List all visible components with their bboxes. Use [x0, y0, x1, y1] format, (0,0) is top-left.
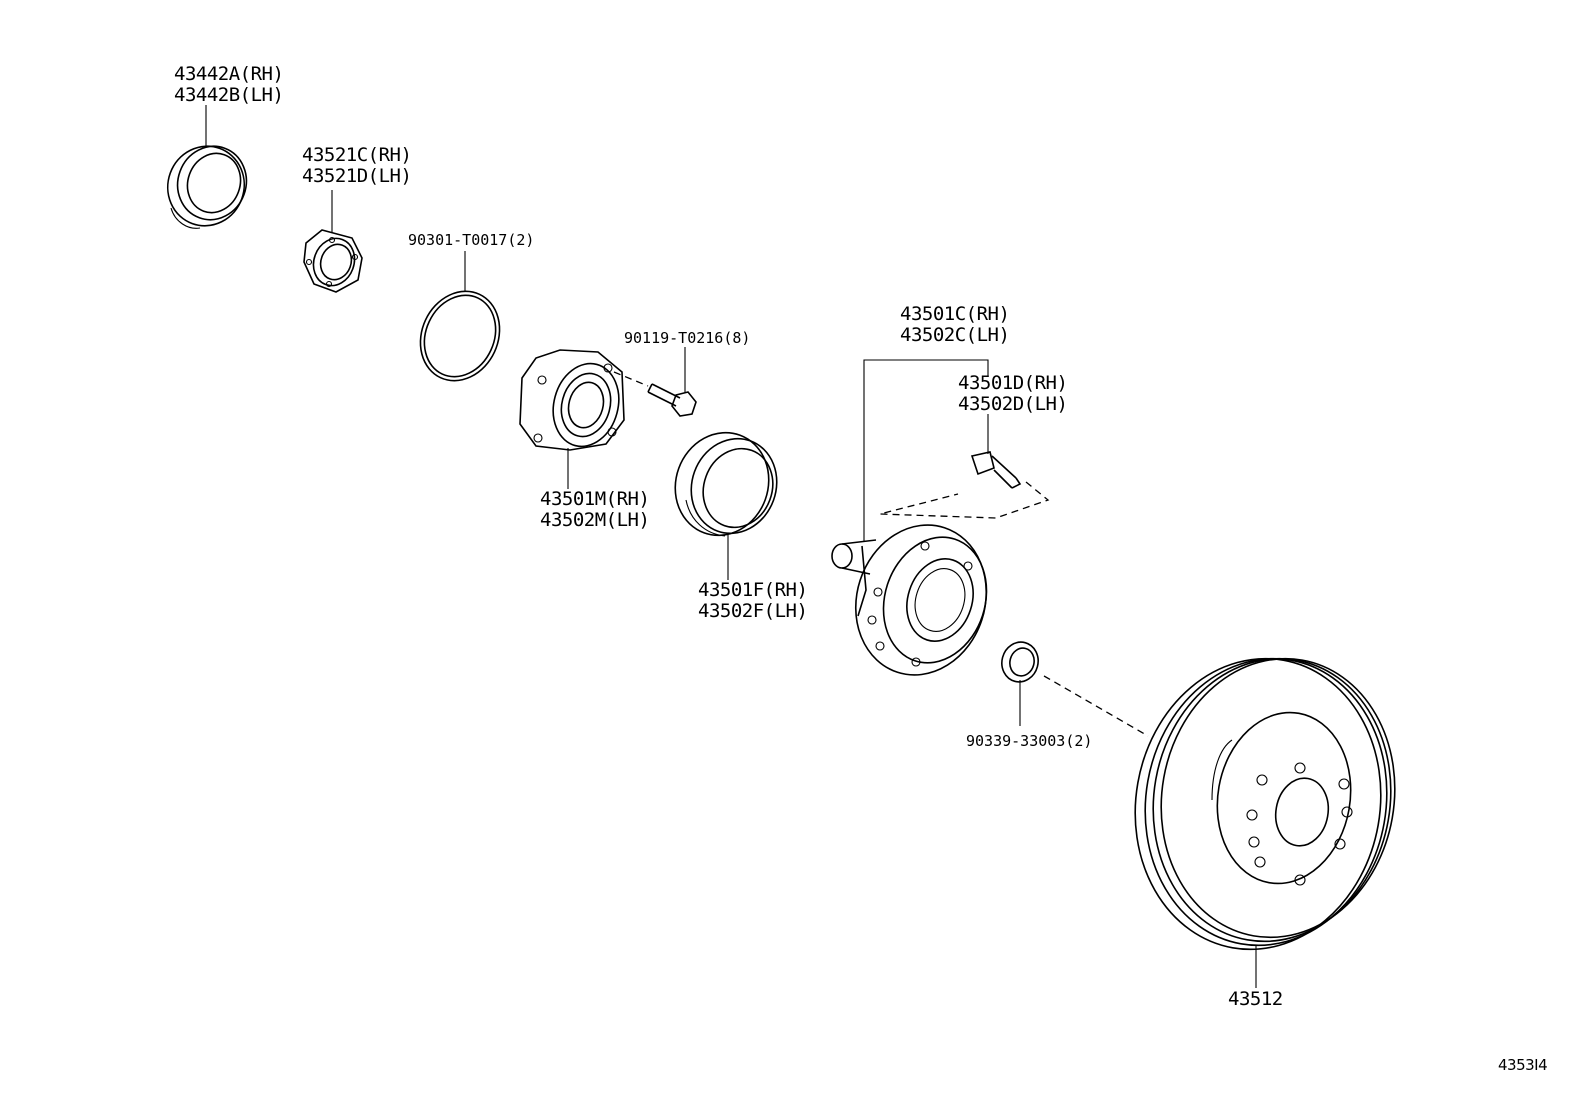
callout-axle-hub[interactable]: 43501C(RH) 43502C(LH)	[900, 303, 1010, 346]
brake-disc-part[interactable]	[1113, 639, 1417, 969]
bearing-hub-part[interactable]	[519, 349, 628, 454]
callout-hub-bolt-rh: 43501D(RH)	[958, 372, 1068, 394]
callout-nut[interactable]: 90339-33003(2)	[966, 732, 1093, 750]
callout-seal-ring[interactable]: 43501F(RH) 43502F(LH)	[698, 579, 808, 622]
figure-code: 4353I4	[1498, 1056, 1548, 1074]
o-ring-part[interactable]	[406, 278, 514, 393]
axle-hub-part[interactable]	[831, 508, 1005, 692]
bolt-part[interactable]	[647, 383, 697, 417]
dash-bolt-bearing	[613, 371, 649, 387]
callout-hub-bolt[interactable]: 43501D(RH) 43502D(LH)	[958, 372, 1068, 415]
dash-hub-bolt-area	[879, 481, 1050, 519]
callout-bearing-hub-lh: 43502M(LH)	[540, 509, 650, 531]
leader-axle-hub	[863, 359, 989, 542]
callout-disc[interactable]: 43512	[1228, 988, 1283, 1010]
callout-hub-bolt-lh: 43502D(LH)	[958, 393, 1068, 415]
callout-dust-seal-lh: 43442B(LH)	[174, 84, 284, 106]
nut-part[interactable]	[997, 638, 1042, 686]
callout-backing-plate-lh: 43521D(LH)	[302, 165, 412, 187]
callout-seal-ring-lh: 43502F(LH)	[698, 600, 808, 622]
callout-seal-ring-rh: 43501F(RH)	[698, 579, 808, 601]
callout-axle-hub-rh: 43501C(RH)	[900, 303, 1010, 325]
callout-bearing-hub[interactable]: 43501M(RH) 43502M(LH)	[540, 488, 650, 531]
backing-plate-part[interactable]	[303, 229, 363, 293]
seal-ring-part[interactable]	[661, 419, 790, 548]
dust-seal-part[interactable]	[157, 135, 257, 236]
hub-bolt-part[interactable]	[970, 451, 1022, 489]
callout-dust-seal[interactable]: 43442A(RH) 43442B(LH)	[174, 63, 284, 106]
callout-o-ring[interactable]: 90301-T0017(2)	[408, 231, 535, 249]
dash-nut-disc	[1043, 675, 1149, 737]
callout-bolt[interactable]: 90119-T0216(8)	[624, 329, 751, 347]
callout-axle-hub-lh: 43502C(LH)	[900, 324, 1010, 346]
callout-backing-plate[interactable]: 43521C(RH) 43521D(LH)	[302, 144, 412, 187]
callout-dust-seal-rh: 43442A(RH)	[174, 63, 284, 85]
callout-backing-plate-rh: 43521C(RH)	[302, 144, 412, 166]
callout-bearing-hub-rh: 43501M(RH)	[540, 488, 650, 510]
